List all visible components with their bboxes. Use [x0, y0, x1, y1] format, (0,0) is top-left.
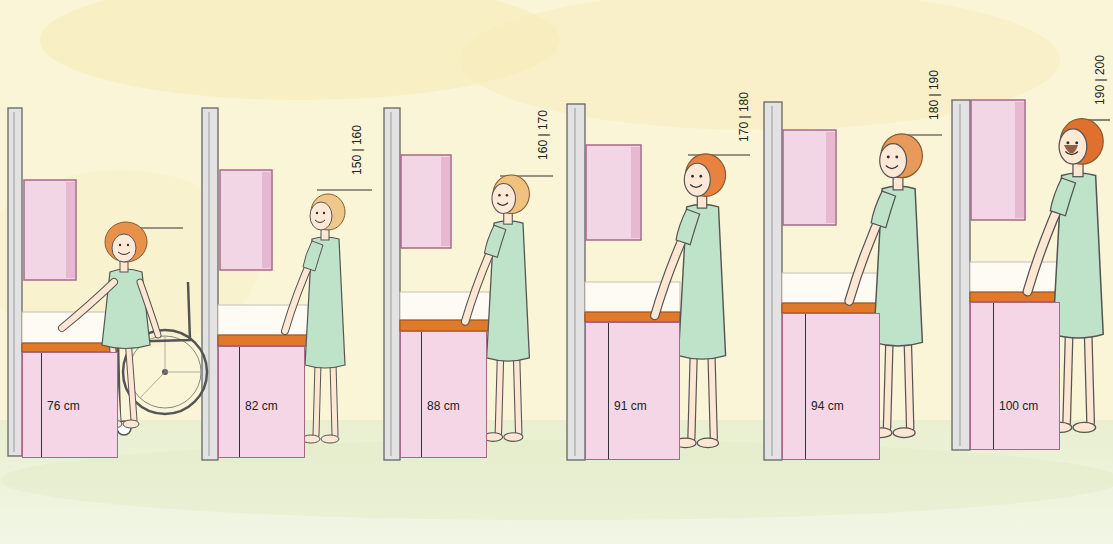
base-cabinet: 88 cm	[400, 331, 487, 458]
dimension-line	[608, 323, 609, 459]
base-cabinet: 94 cm	[782, 313, 880, 460]
height-dimension: 91 cm	[614, 399, 647, 413]
body-height-range: 190 | 200	[1093, 55, 1107, 105]
dimension-line	[421, 332, 422, 457]
dimension-line	[239, 347, 240, 457]
height-dimension: 82 cm	[245, 399, 278, 413]
height-dimension: 94 cm	[811, 399, 844, 413]
height-dimension: 88 cm	[427, 399, 460, 413]
height-dimension: 76 cm	[47, 399, 80, 413]
body-height-range: 180 | 190	[927, 70, 941, 120]
base-cabinet: 100 cm	[970, 302, 1060, 450]
body-height-range: 150 | 160	[350, 125, 364, 175]
dimension-line	[41, 353, 42, 457]
height-dimension: 100 cm	[999, 399, 1038, 413]
dimension-line	[805, 314, 806, 459]
base-cabinet: 91 cm	[585, 322, 680, 460]
base-cabinet: 82 cm	[218, 346, 305, 458]
base-cabinet: 76 cm	[22, 352, 118, 458]
body-height-range: 170 | 180	[737, 92, 751, 142]
body-height-range: 160 | 170	[536, 110, 550, 160]
dimension-line	[993, 303, 994, 449]
